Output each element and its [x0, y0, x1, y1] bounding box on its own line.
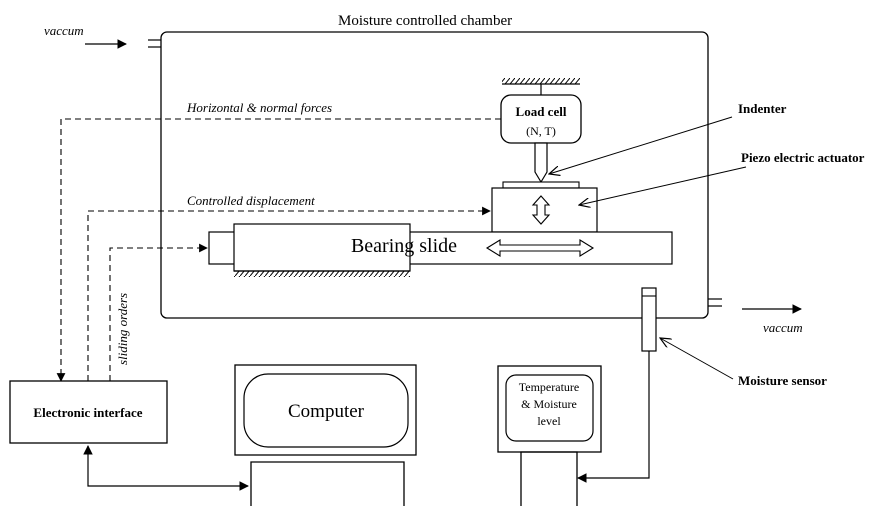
- interface-computer-link: [83, 445, 249, 491]
- piezo-double-arrow: [531, 195, 551, 225]
- computer-screen: [243, 373, 409, 448]
- moisture-chamber: [160, 31, 709, 319]
- displacement-label: Controlled displacement: [187, 193, 315, 208]
- moisture-sensor: [641, 287, 657, 352]
- computer-base: [250, 461, 405, 506]
- indenter: [534, 142, 548, 184]
- electronic-interface: [9, 380, 168, 444]
- display-line1: Temperature: [519, 380, 579, 394]
- forces-signal-line: [56, 118, 501, 382]
- computer-label: Computer: [288, 401, 365, 422]
- piezo-label: Piezo electric actuator: [741, 150, 865, 165]
- displacement-signal-line: [87, 206, 491, 381]
- moisture-sensor-pointer: [660, 338, 734, 380]
- indenter-pointer: [549, 116, 733, 174]
- slide-double-arrow: [485, 239, 595, 257]
- indenter-label: Indenter: [738, 101, 787, 116]
- vacuum-in-port: [148, 39, 161, 48]
- vacuum-out-port: [708, 298, 722, 307]
- piezo-pointer: [579, 166, 747, 205]
- moisture-sensor-label: Moisture sensor: [738, 373, 827, 388]
- display-line2: & Moisture: [521, 397, 577, 411]
- sensor-to-display-line: [577, 351, 650, 483]
- vacuum-in-label: vaccum: [44, 23, 84, 38]
- vacuum-out-label: vaccum: [763, 320, 803, 335]
- display-stand: [520, 451, 578, 506]
- load-cell-units: (N, T): [526, 124, 556, 138]
- bearing-slide-block: [233, 223, 411, 272]
- load-cell-label: Load cell: [516, 104, 567, 119]
- sliding-orders-line: [109, 243, 208, 381]
- chamber-title: Moisture controlled chamber: [338, 13, 512, 29]
- display-screen: [505, 374, 594, 442]
- display-line3: level: [537, 414, 561, 428]
- bearing-slide-label: Bearing slide: [351, 235, 457, 257]
- sliding-orders-label: sliding orders: [115, 293, 130, 365]
- electronic-interface-label: Electronic interface: [33, 405, 142, 420]
- piezo-actuator-top: [502, 181, 580, 189]
- forces-label: Horizontal & normal forces: [186, 100, 332, 115]
